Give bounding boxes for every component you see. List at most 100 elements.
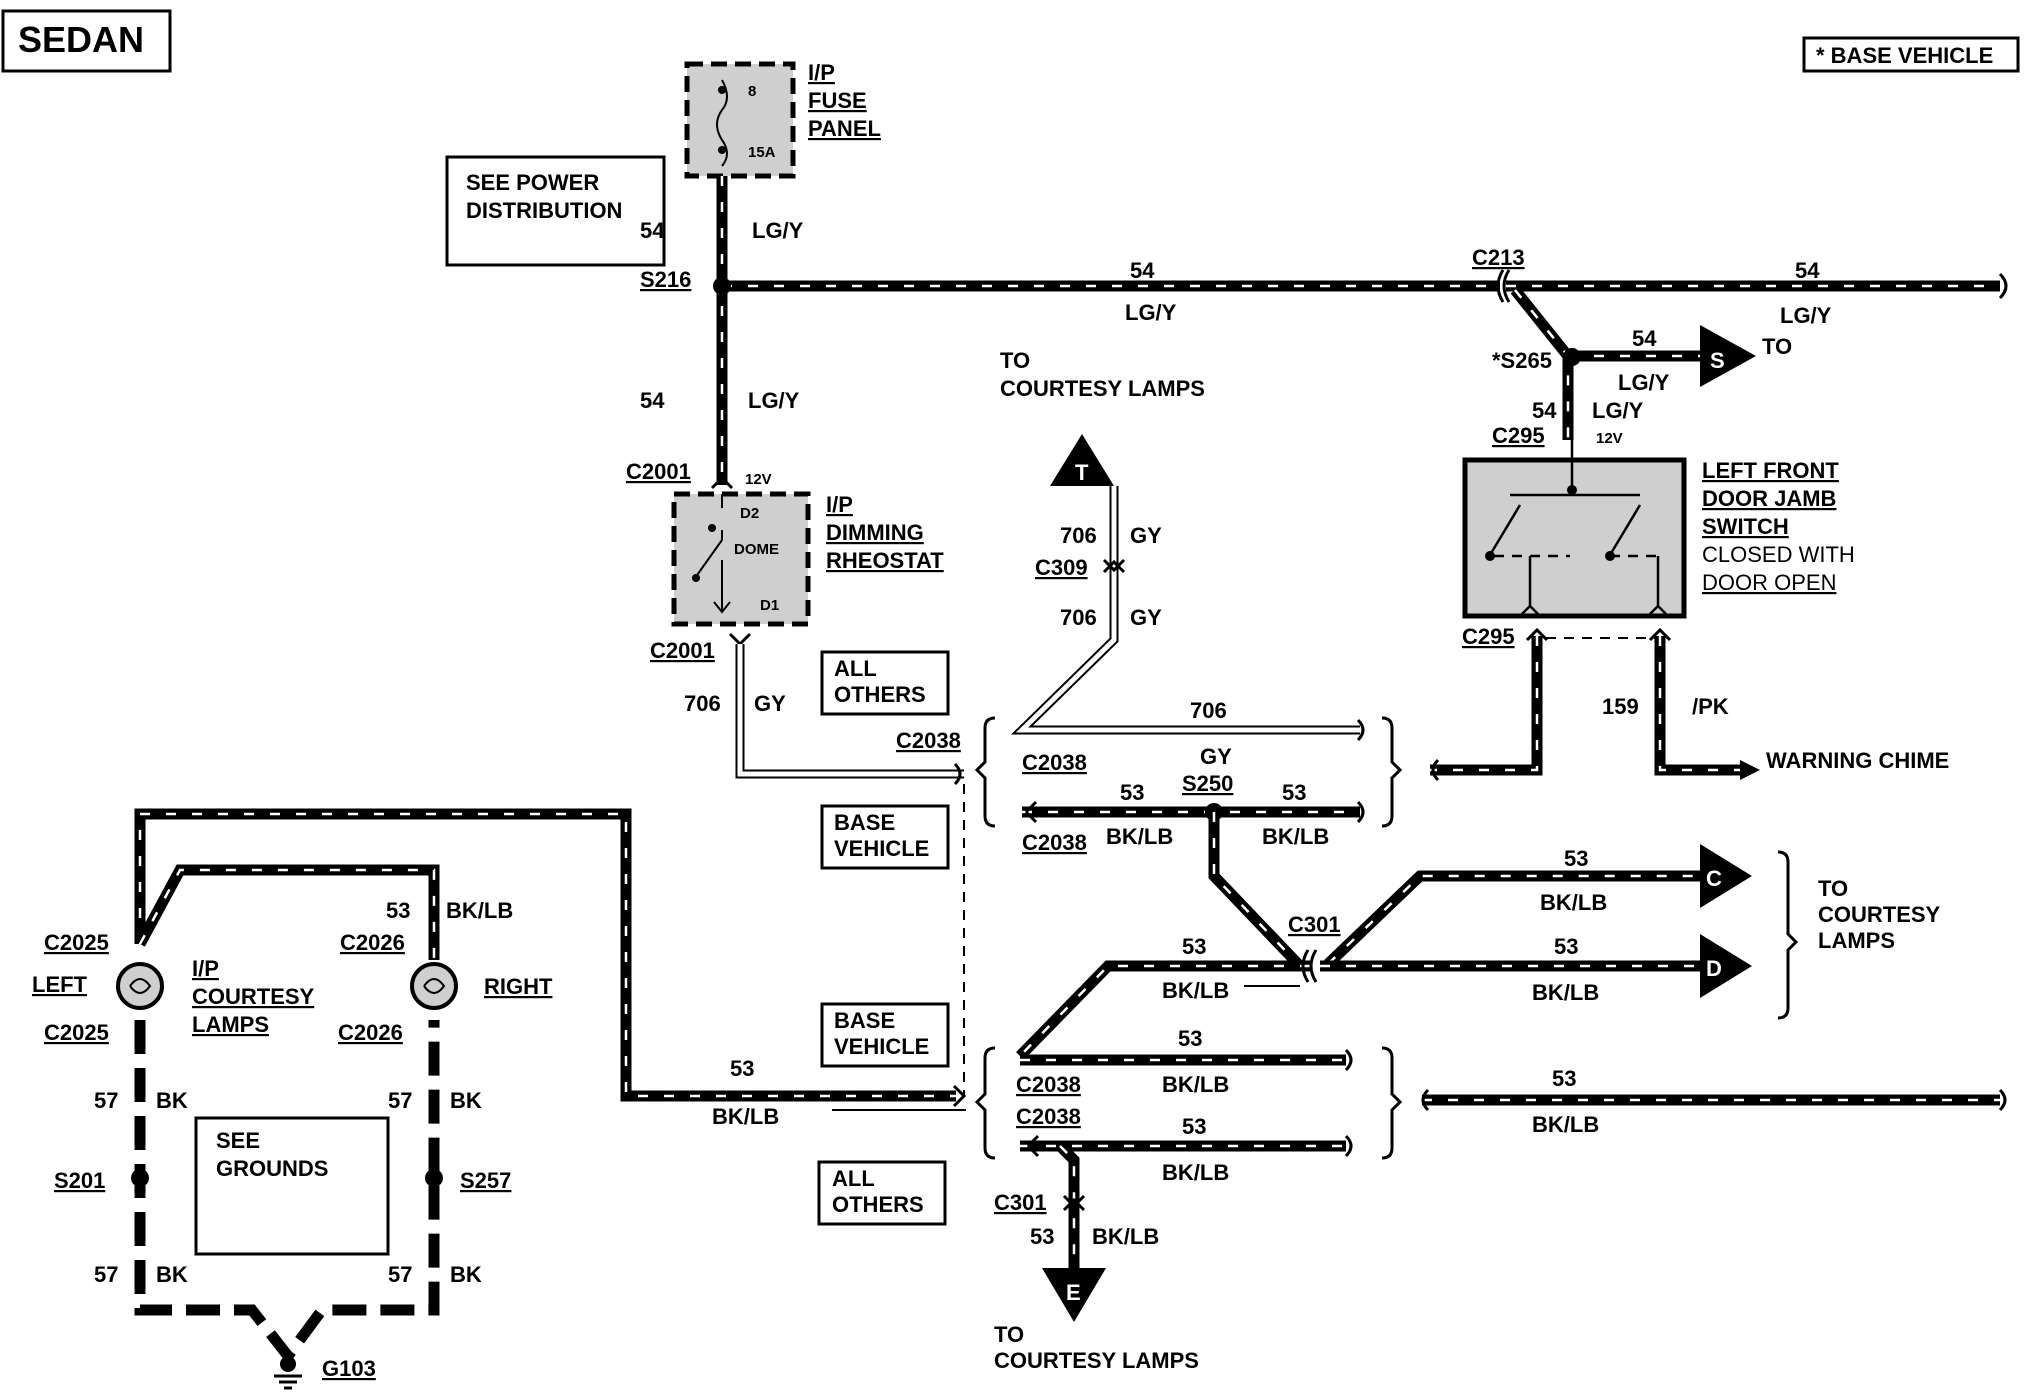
all-others-label: OTHERS	[834, 682, 926, 707]
base-vehicle-label: BASE	[834, 810, 895, 835]
wire-circuit-label: 54	[1532, 398, 1557, 423]
connector-arrow-icon	[1648, 627, 1672, 642]
wire-circuit-label: 53	[1120, 780, 1144, 805]
wire-color-label: LG/Y	[1780, 303, 1832, 328]
fuse-rating: 15A	[748, 144, 776, 161]
wire-color-label: LG/Y	[748, 388, 800, 413]
wire-color-label: GY	[1200, 744, 1232, 769]
wire-53-to-c2038	[1016, 960, 1310, 1060]
all-others-box-2	[817, 1160, 947, 1226]
fuse-icon	[716, 79, 728, 167]
to-label-t: TO	[1000, 348, 1030, 373]
wire-color-label: BK	[156, 1262, 188, 1287]
bracket-right-2	[1381, 1046, 1403, 1160]
connector-c2038-c: C2038	[1022, 830, 1087, 855]
base-vehicle-box-2	[820, 1002, 950, 1068]
door-jamb-switch-box	[1462, 457, 1687, 619]
pin-d1: D1	[760, 597, 779, 614]
wire-color-label: BK/LB	[712, 1104, 779, 1129]
fuse-panel-box	[684, 61, 796, 179]
wire-circuit-label: 706	[1060, 605, 1097, 630]
wire-circuit-label: 54	[1130, 258, 1155, 283]
fuse-panel-label-2: FUSE	[808, 88, 867, 113]
connector-c2038-b: C2038	[1022, 750, 1087, 775]
wire-circuit-label: 54	[1632, 326, 1657, 351]
wire-circuit-label: 53	[1564, 846, 1588, 871]
connector-arrow-icon	[1024, 800, 1038, 824]
voltage-12v-switch: 12V	[1596, 430, 1623, 447]
wire-highlight	[1430, 636, 1539, 772]
wire-circuit-label: 706	[684, 691, 721, 716]
connector-s201: S201	[54, 1168, 105, 1193]
connector-c2038-icon	[953, 762, 962, 786]
connector-arrow-icon	[1026, 1134, 1040, 1158]
see-grounds-box	[194, 1116, 390, 1256]
connector-c301-icon	[1301, 949, 1318, 983]
see-grounds-line-1: SEE	[216, 1128, 260, 1153]
wire-color-label: BK/LB	[1162, 1072, 1229, 1097]
courtesy-lamps-label-3: LAMPS	[192, 1012, 269, 1037]
bracket-right-1	[1381, 716, 1403, 828]
door-switch-terminal	[1567, 485, 1577, 495]
see-power-box	[445, 155, 666, 267]
connector-g103: G103	[322, 1356, 376, 1381]
wire-highlight	[1658, 636, 1740, 772]
connector-s257: S257	[460, 1168, 511, 1193]
wire-circuit-label: 706	[1190, 698, 1227, 723]
wire-circuit-label: 57	[388, 1262, 412, 1287]
wire-break-icon	[1998, 272, 2008, 300]
lamp-right-label: RIGHT	[484, 974, 553, 999]
ground-g103-dot	[280, 1356, 296, 1372]
wire-circuit-label: 57	[94, 1262, 118, 1287]
arrow-e-label: E	[1066, 1280, 1081, 1305]
wire-color-label: BK/LB	[1262, 824, 1329, 849]
courtesy-lamps-label-e: COURTESY LAMPS	[994, 1348, 1199, 1373]
right-lamp-filament-icon	[423, 978, 446, 994]
wire-color-label: BK/LB	[446, 898, 513, 923]
wire-color-label: GY	[1130, 523, 1162, 548]
see-grounds-line-2: GROUNDS	[216, 1156, 328, 1181]
connector-c2025-top: C2025	[44, 930, 109, 955]
splice-s216	[713, 277, 731, 295]
connector-c295-top: C295	[1492, 423, 1545, 448]
wire-circuit-label: 159	[1602, 694, 1639, 719]
all-others-label: ALL	[834, 656, 877, 681]
wire-color-label: BK	[156, 1088, 188, 1113]
wire-color-label: LG/Y	[752, 218, 804, 243]
rheostat-label-1: I/P	[826, 492, 853, 517]
right-lamp-icon	[410, 962, 458, 1010]
wire-53-s250-down	[1208, 812, 1304, 970]
title-box	[1, 9, 172, 73]
door-switch-label-4: CLOSED WITH	[1702, 542, 1855, 567]
see-power-line-2: DISTRIBUTION	[466, 198, 622, 223]
base-vehicle-label: BASE	[834, 1008, 895, 1033]
all-others-label: OTHERS	[832, 1192, 924, 1217]
wire-color-label: LG/Y	[1125, 300, 1177, 325]
connector-arrow-icon	[952, 1084, 967, 1108]
door-switch-contact-icon	[1488, 440, 1642, 556]
connector-c301-b: C301	[994, 1190, 1047, 1215]
bracket-left-1	[974, 716, 996, 828]
wire-circuit-label: 53	[1552, 1066, 1576, 1091]
arrow-t-icon	[1050, 434, 1114, 486]
courtesy-lamps-label-2: COURTESY	[192, 984, 315, 1009]
wire-highlight	[138, 868, 436, 960]
wire-circuit-label: 54	[640, 388, 665, 413]
wire-circuit-label: 53	[1182, 1114, 1206, 1139]
wire-break-icon	[1356, 718, 1365, 742]
voltage-12v-rheostat: 12V	[745, 471, 772, 488]
wire-break-icon	[1356, 800, 1365, 824]
lamp-left-label: LEFT	[32, 972, 88, 997]
connector-s265: *S265	[1492, 348, 1552, 373]
wire-color-label: LG/Y	[1618, 370, 1670, 395]
pin-d2: D2	[740, 505, 759, 522]
wire-highlight	[1327, 874, 1700, 965]
ground-icon	[274, 1374, 302, 1390]
left-lamp-icon	[116, 962, 164, 1010]
wire-color-label: BK	[450, 1262, 482, 1287]
connector-c2026-top: C2026	[340, 930, 405, 955]
wire-highlight	[138, 812, 956, 1098]
wire-circuit-label: 54	[1795, 258, 1820, 283]
connector-c309-icon	[1102, 558, 1126, 574]
